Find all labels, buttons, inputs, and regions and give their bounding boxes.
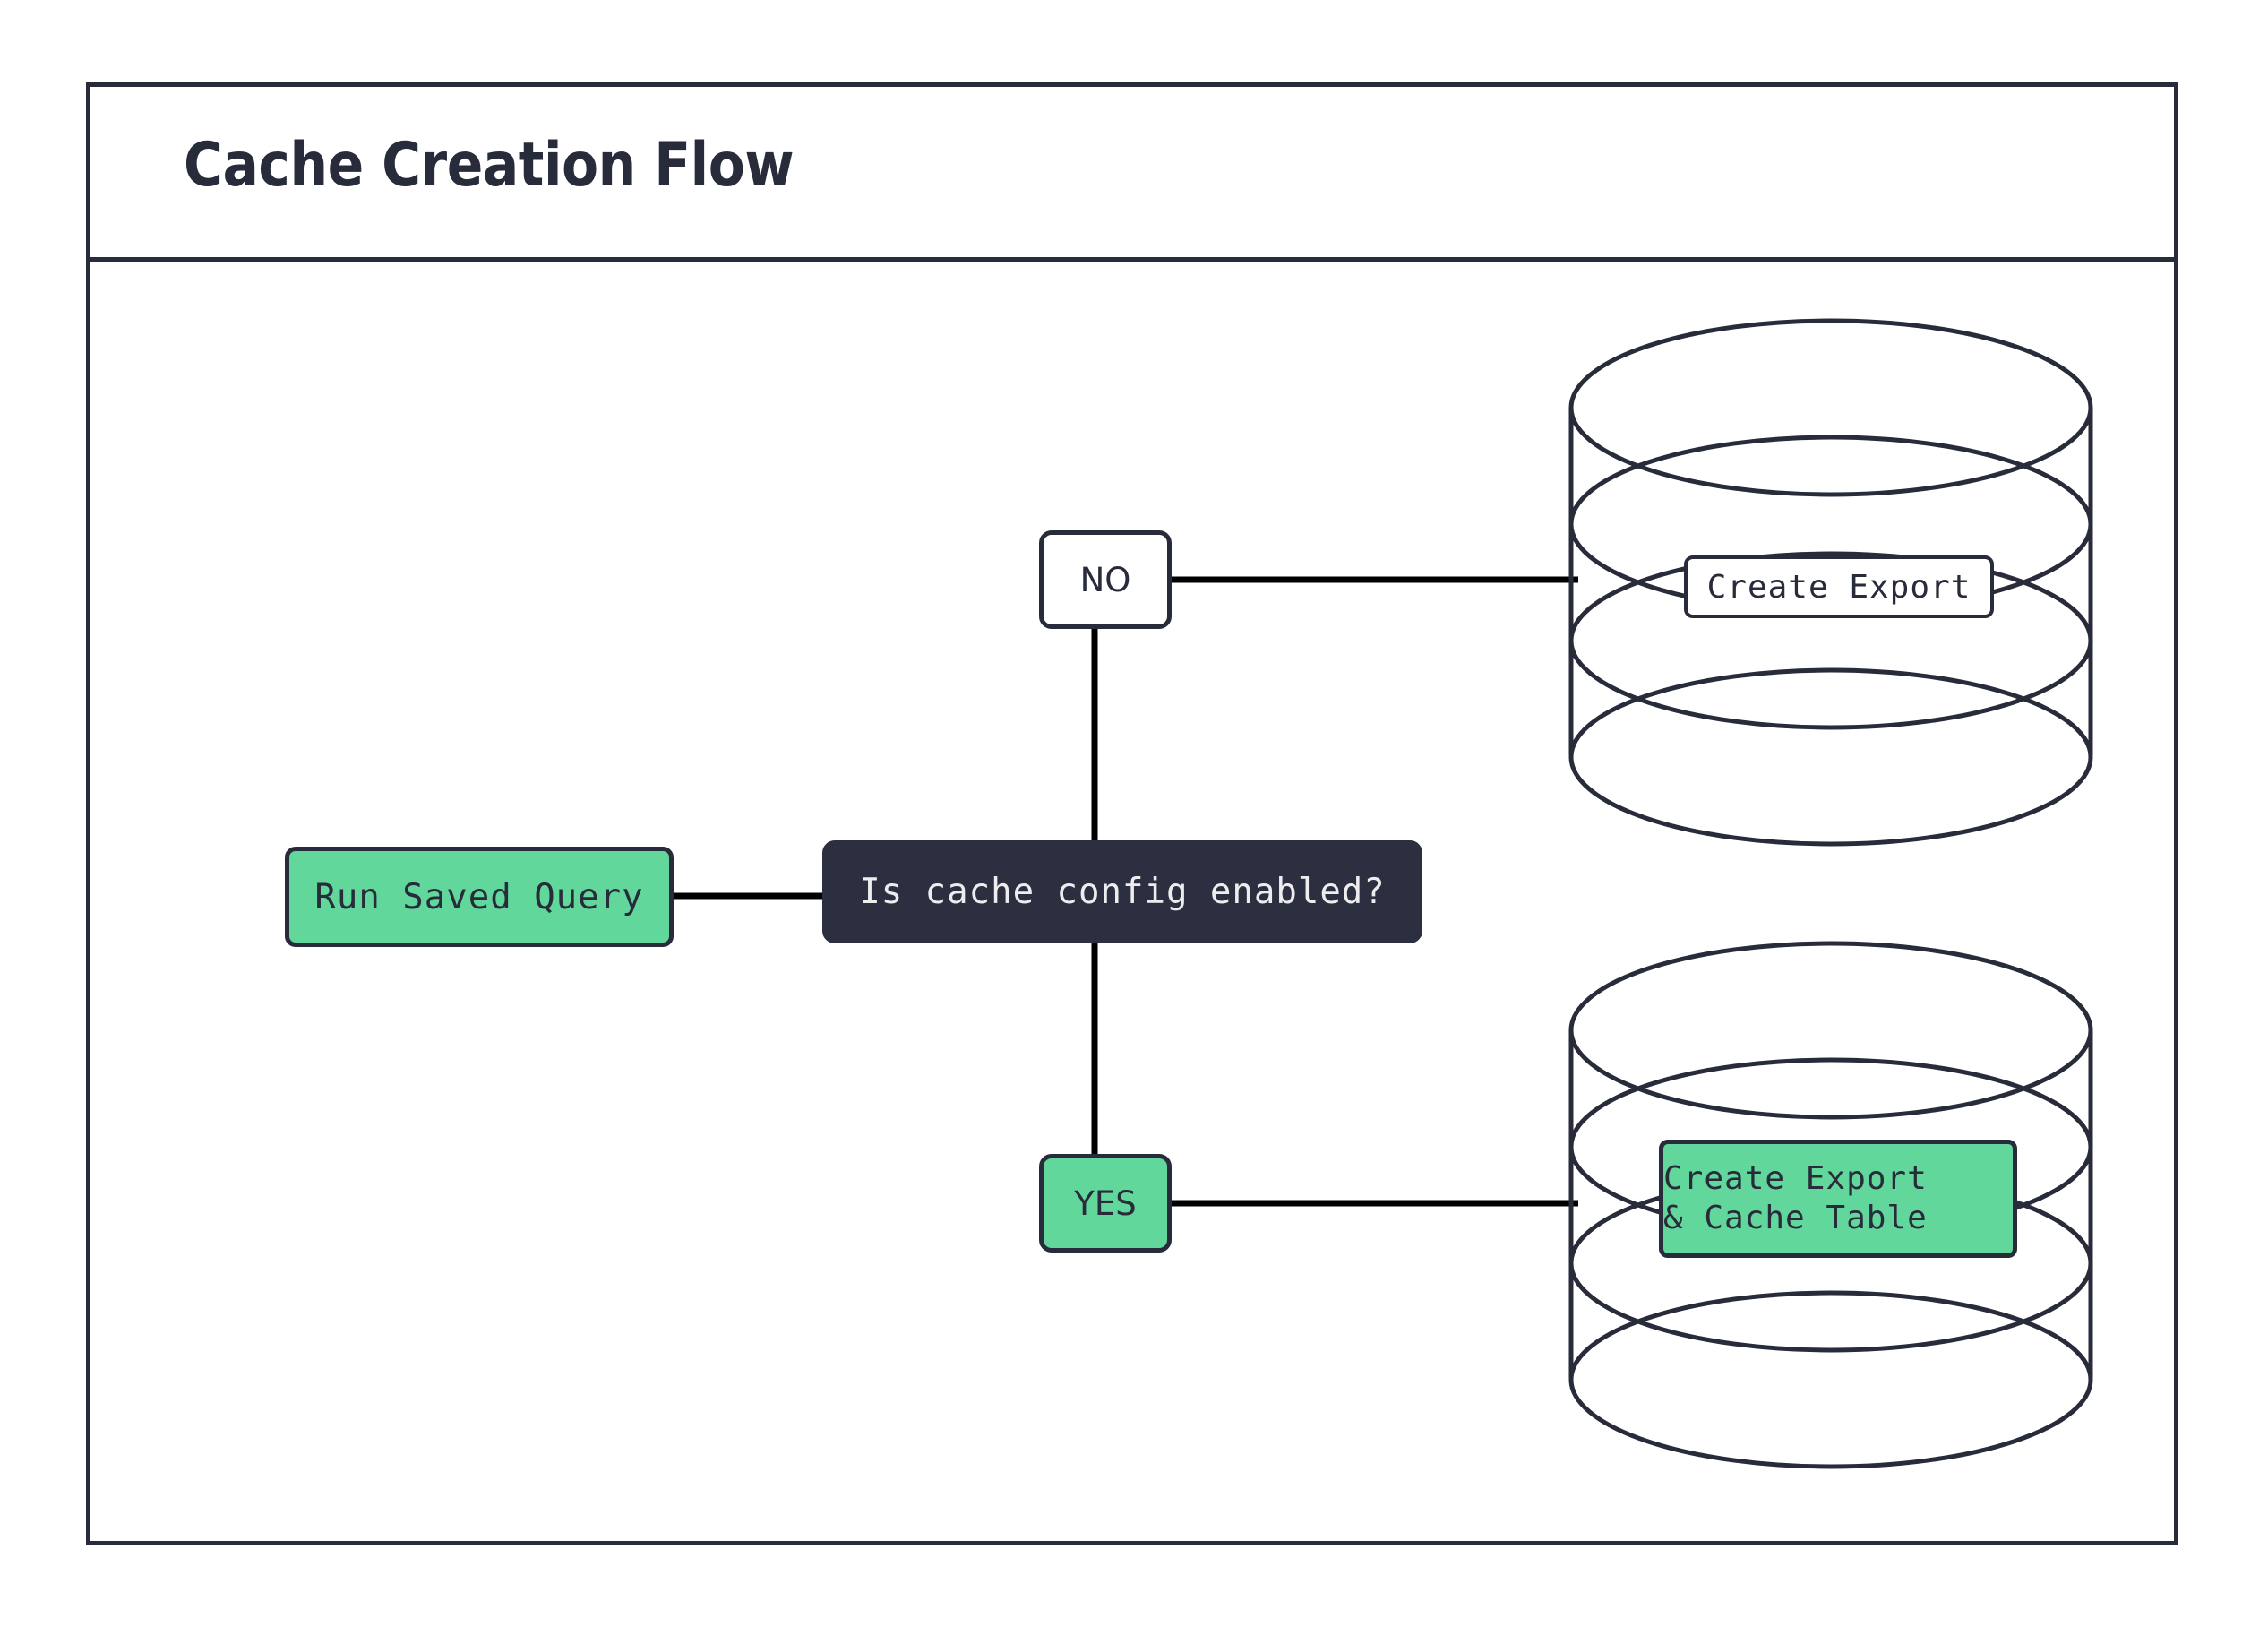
branch-label-no[interactable]: NO [1039, 530, 1172, 629]
diagram-frame: Cache Creation Flow [86, 82, 2178, 1545]
branch-label-yes[interactable]: YES [1039, 1154, 1172, 1253]
page-title: Cache Creation Flow [184, 130, 795, 201]
node-decision-is-cache-config-enabled[interactable]: Is cache config enabled? [822, 840, 1422, 943]
node-create-export[interactable]: Create Export [1684, 555, 1994, 618]
node-run-saved-query[interactable]: Run Saved Query [285, 847, 674, 947]
node-create-export-cache-line-1: Create Export [1663, 1160, 1928, 1198]
node-create-export-cache-line-2: & Cache Table [1663, 1200, 1928, 1236]
diagram-title-bar [90, 87, 2174, 262]
node-create-export-and-cache-table[interactable]: Create Export & Cache Table [1659, 1140, 2017, 1258]
